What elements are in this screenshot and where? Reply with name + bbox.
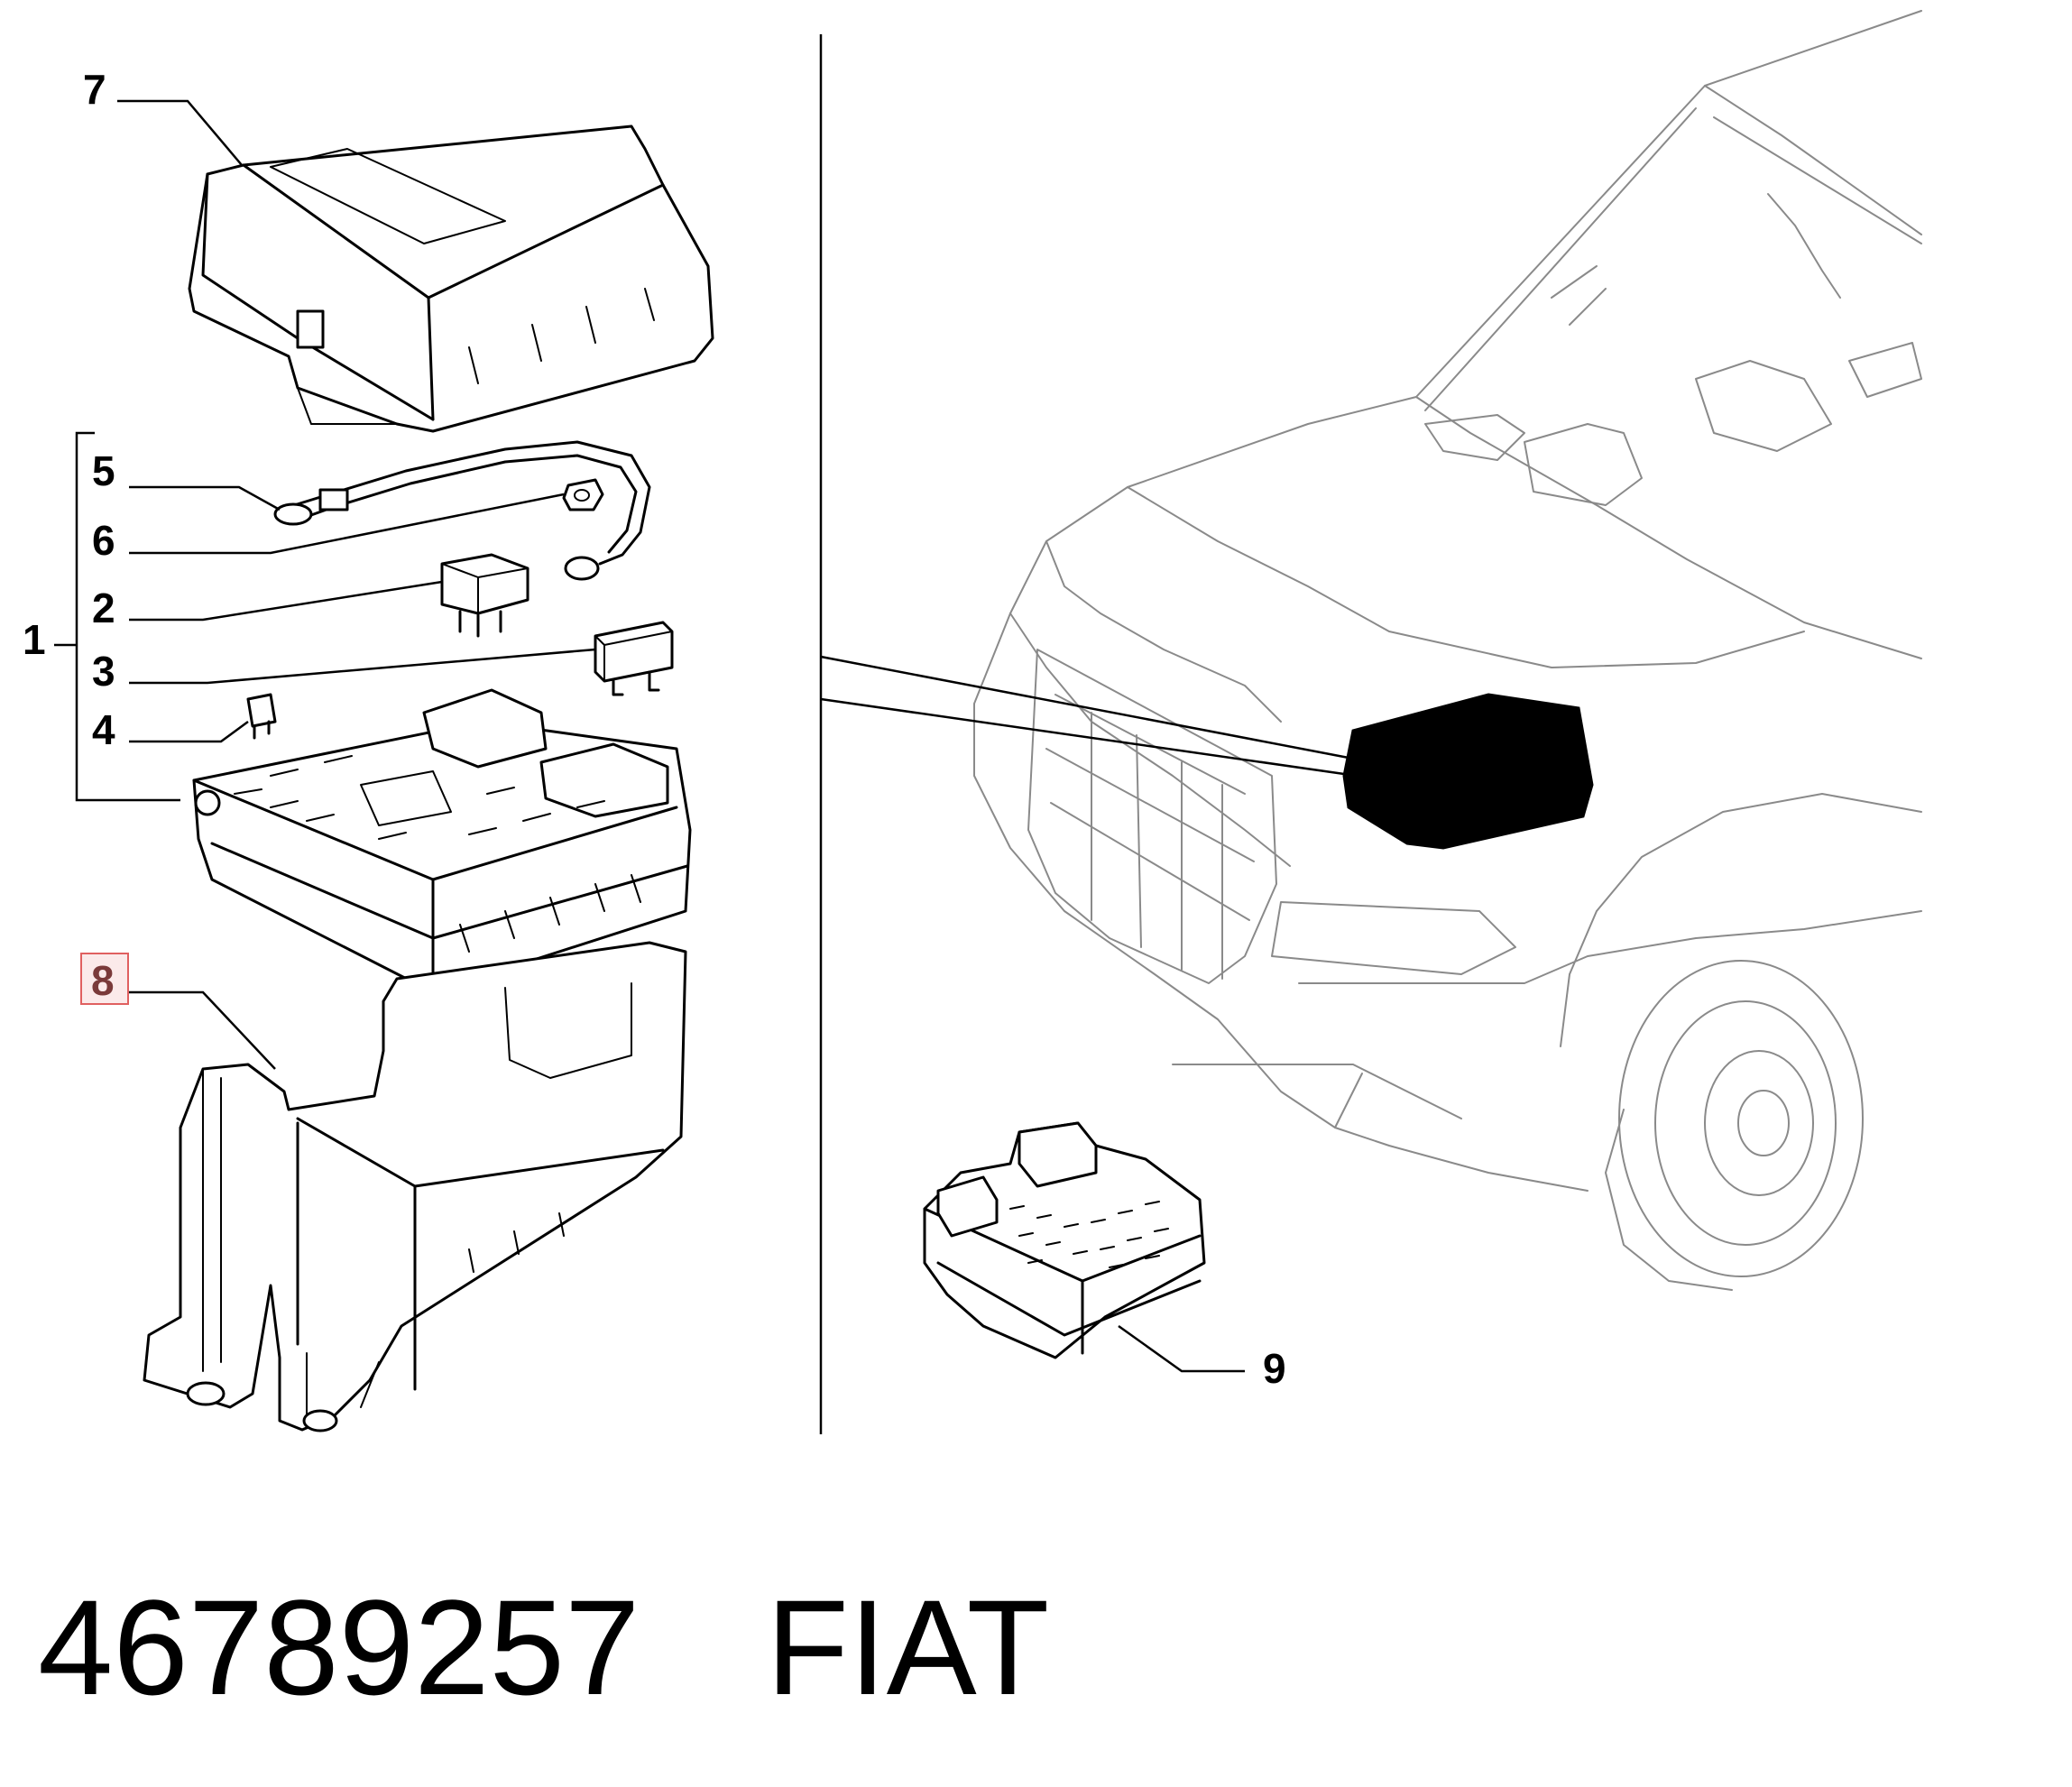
callout-8-highlight bbox=[80, 953, 129, 1005]
leader-8 bbox=[129, 990, 276, 1070]
part-number-label: 46789257 bbox=[38, 1571, 640, 1723]
part-5-cable bbox=[273, 440, 651, 581]
brand-label: FIAT bbox=[766, 1571, 1050, 1723]
callout-4: 4 bbox=[92, 706, 115, 753]
leader-2 bbox=[129, 580, 443, 622]
leader-3 bbox=[129, 648, 596, 685]
callout-8: 8 bbox=[91, 957, 115, 1004]
callout-5: 5 bbox=[92, 447, 115, 494]
leader-4 bbox=[129, 720, 249, 743]
callout-1: 1 bbox=[23, 616, 46, 663]
callout-3: 3 bbox=[92, 648, 115, 695]
part-9-control-unit bbox=[923, 1121, 1206, 1359]
callout-6: 6 bbox=[92, 517, 115, 564]
part-3-maxi-fuse bbox=[594, 621, 674, 696]
part-8-tray bbox=[143, 941, 687, 1432]
callout-7: 7 bbox=[83, 66, 106, 113]
vehicle-outline bbox=[973, 10, 1922, 1291]
part-1-fuse-box bbox=[192, 688, 692, 994]
leader-6 bbox=[129, 493, 565, 555]
callout-2: 2 bbox=[92, 585, 115, 631]
leader-7 bbox=[117, 99, 243, 166]
part-2-relay bbox=[440, 553, 530, 638]
leader-9 bbox=[1118, 1324, 1245, 1373]
part-6-nut bbox=[562, 478, 604, 511]
fuse-box-location-marker bbox=[1342, 693, 1594, 850]
footer: 46789257 FIAT bbox=[38, 1570, 1049, 1726]
bracket-1 bbox=[75, 431, 180, 802]
location-leader-lower bbox=[820, 697, 1345, 776]
location-leader-upper bbox=[820, 655, 1349, 760]
part-7-cover bbox=[188, 124, 714, 433]
leader-5 bbox=[129, 485, 281, 511]
part-4-mini-fuse bbox=[246, 693, 277, 740]
callout-9: 9 bbox=[1263, 1345, 1286, 1392]
